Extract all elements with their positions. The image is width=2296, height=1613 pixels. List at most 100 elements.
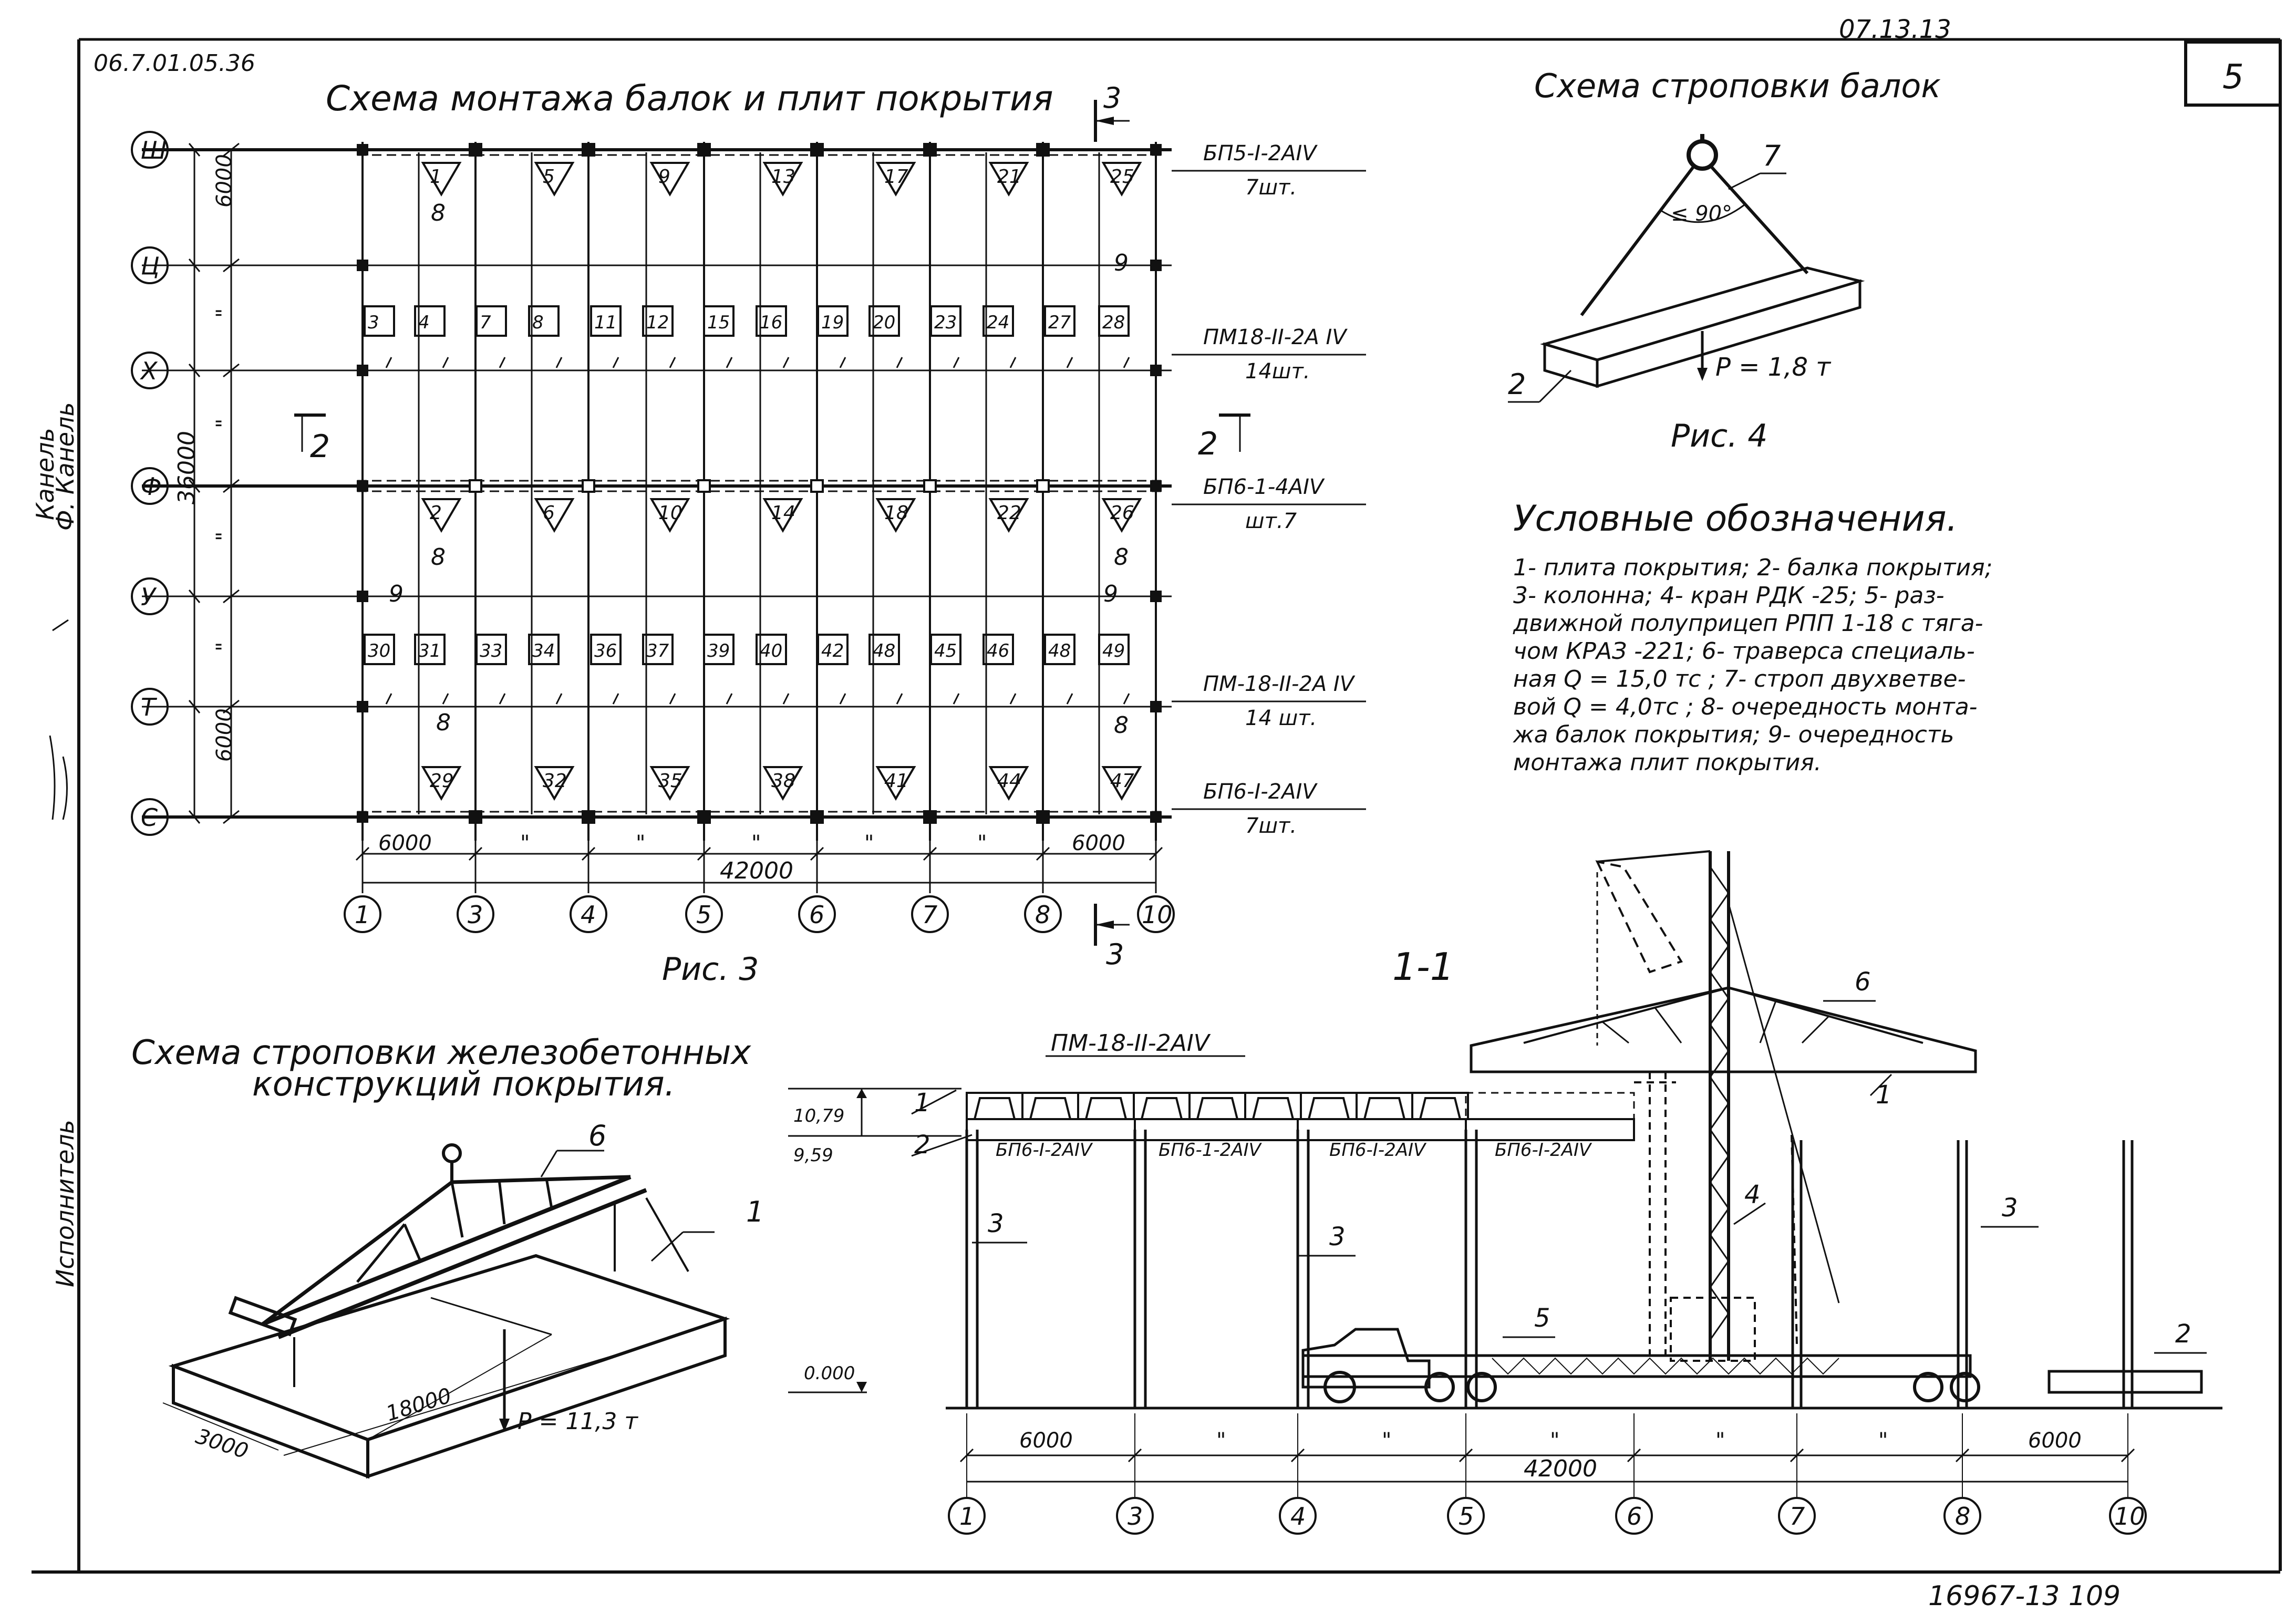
col-axis-label: 10	[1142, 901, 1173, 929]
col-axis-label: 1	[355, 901, 370, 929]
axis-bubble	[570, 895, 607, 933]
slab-order-label: 23	[934, 312, 957, 333]
section-beam-label: БП6-I-2АIV	[996, 1140, 1093, 1161]
dim-tick	[581, 846, 596, 861]
slab-tick	[1066, 693, 1073, 705]
beam-order-label: 17	[884, 166, 908, 188]
column-mark	[923, 810, 937, 824]
slab-order-box	[817, 305, 849, 337]
slab-tick	[726, 693, 733, 705]
sling-beams-drawing: Схема строповки балок ≤ 90° 7 P = 1,8 т …	[1508, 67, 1941, 454]
axis-bubble	[457, 895, 494, 933]
element-label: БП6-1-4АIV	[1203, 475, 1325, 499]
dim-total: 42000	[1524, 1455, 1597, 1482]
callout-9: 9	[1103, 581, 1118, 607]
beam-order-mark	[534, 162, 575, 197]
svg-text:2: 2	[1508, 368, 1526, 401]
section-slab	[1188, 1092, 1246, 1120]
dim-value: "	[212, 642, 236, 652]
column-mark	[1036, 810, 1050, 824]
dim-tick	[959, 1448, 974, 1463]
column-mark	[1150, 591, 1162, 602]
beam-order-mark	[875, 766, 916, 801]
legend-line: чом КРАЗ -221; 6- траверса специаль-	[1513, 638, 1975, 665]
slab-order-box	[364, 634, 395, 665]
dim-total: 42000	[720, 857, 793, 884]
beam-order-mark	[1101, 498, 1142, 533]
section-axis-label: 6	[1627, 1502, 1642, 1531]
sling-angle: ≤ 90°	[1671, 202, 1732, 226]
slab-tick	[499, 357, 506, 368]
slab-order-label: 12	[646, 312, 669, 333]
col-axis-label: 3	[468, 901, 483, 929]
dim-value: "	[1878, 1429, 1888, 1453]
dim-value: 6000	[1019, 1429, 1073, 1453]
beam-order-mark	[421, 498, 462, 533]
beam-order-mark	[421, 162, 462, 197]
dim-tick	[223, 363, 240, 378]
section-axis-label: 4	[1290, 1502, 1306, 1531]
axis-bubble	[131, 467, 169, 505]
sheet-frame	[32, 38, 2282, 1574]
elev-zero: 0.000	[804, 1363, 855, 1384]
legend-title: Условные обозначения.	[1513, 498, 1958, 540]
row-axis-label: Ц	[141, 252, 160, 280]
svg-text:2: 2	[2175, 1319, 2191, 1349]
sling-slab-length: 18000	[383, 1383, 454, 1426]
dim-tick	[1955, 1448, 1970, 1463]
slab-tick	[385, 693, 392, 705]
beam-order-label: 9	[658, 166, 670, 188]
dim-value: "	[977, 831, 987, 855]
slab-tick	[555, 693, 563, 705]
beam-order-label: 25	[1110, 166, 1134, 188]
beam-order-label: 6	[543, 502, 555, 524]
beam-order-mark	[534, 498, 575, 533]
callout-9: 9	[1114, 250, 1129, 276]
dim-value: "	[1382, 1429, 1391, 1453]
slab-order-box	[590, 634, 622, 665]
slab-order-box	[1098, 305, 1130, 337]
dim-tick	[1149, 846, 1163, 861]
dim-tick	[223, 810, 240, 824]
column-mark	[810, 810, 824, 824]
beam-order-label: 21	[997, 166, 1021, 188]
stamp-label-2: Ф. Канель	[51, 402, 79, 531]
slab-order-label: 27	[1048, 312, 1071, 333]
slab-tick	[1066, 357, 1073, 368]
sling-slab-load: P = 11,3 т	[518, 1408, 638, 1435]
slab-order-box	[475, 634, 507, 665]
slab-order-label: 16	[760, 312, 782, 333]
dim-tick	[223, 589, 240, 604]
svg-text:3: 3	[988, 1209, 1004, 1238]
slab-order-box	[1098, 634, 1130, 665]
col-axis-label: 5	[696, 901, 711, 929]
beam-order-label: 2	[430, 502, 442, 524]
element-qty: 14шт.	[1245, 359, 1310, 384]
plan-section-mark-bottom: 3	[1094, 904, 1130, 971]
column-mark	[469, 479, 482, 493]
plan-section-mark-top: 3	[1094, 81, 1130, 142]
dim-tick	[1790, 1448, 1804, 1463]
slab-order-label: 48	[1048, 640, 1071, 661]
slab-order-box	[528, 634, 560, 665]
section-slab	[1077, 1092, 1135, 1120]
beam-order-mark	[988, 766, 1029, 801]
slab-order-label: 15	[707, 312, 730, 333]
beam-order-label: 22	[997, 502, 1021, 524]
svg-text:3: 3	[1103, 81, 1121, 115]
slab-order-box	[364, 305, 395, 337]
slab-order-box	[982, 305, 1014, 337]
column-mark	[1036, 143, 1050, 157]
axis-bubble	[131, 351, 169, 389]
beam-order-label: 44	[997, 770, 1021, 792]
beam-order-label: 1	[430, 166, 442, 188]
legend-line: 3- колонна; 4- кран РДК -25; 5- раз-	[1513, 582, 1945, 609]
left-code: 06.7.01.05.36	[94, 50, 255, 77]
legend-line: ная Q = 15,0 тс ; 7- строп двухветве-	[1513, 666, 1966, 692]
section-beam	[1297, 1118, 1467, 1141]
axis-bubble	[798, 895, 836, 933]
column-mark	[1150, 260, 1162, 271]
axis-bubble	[344, 895, 381, 933]
